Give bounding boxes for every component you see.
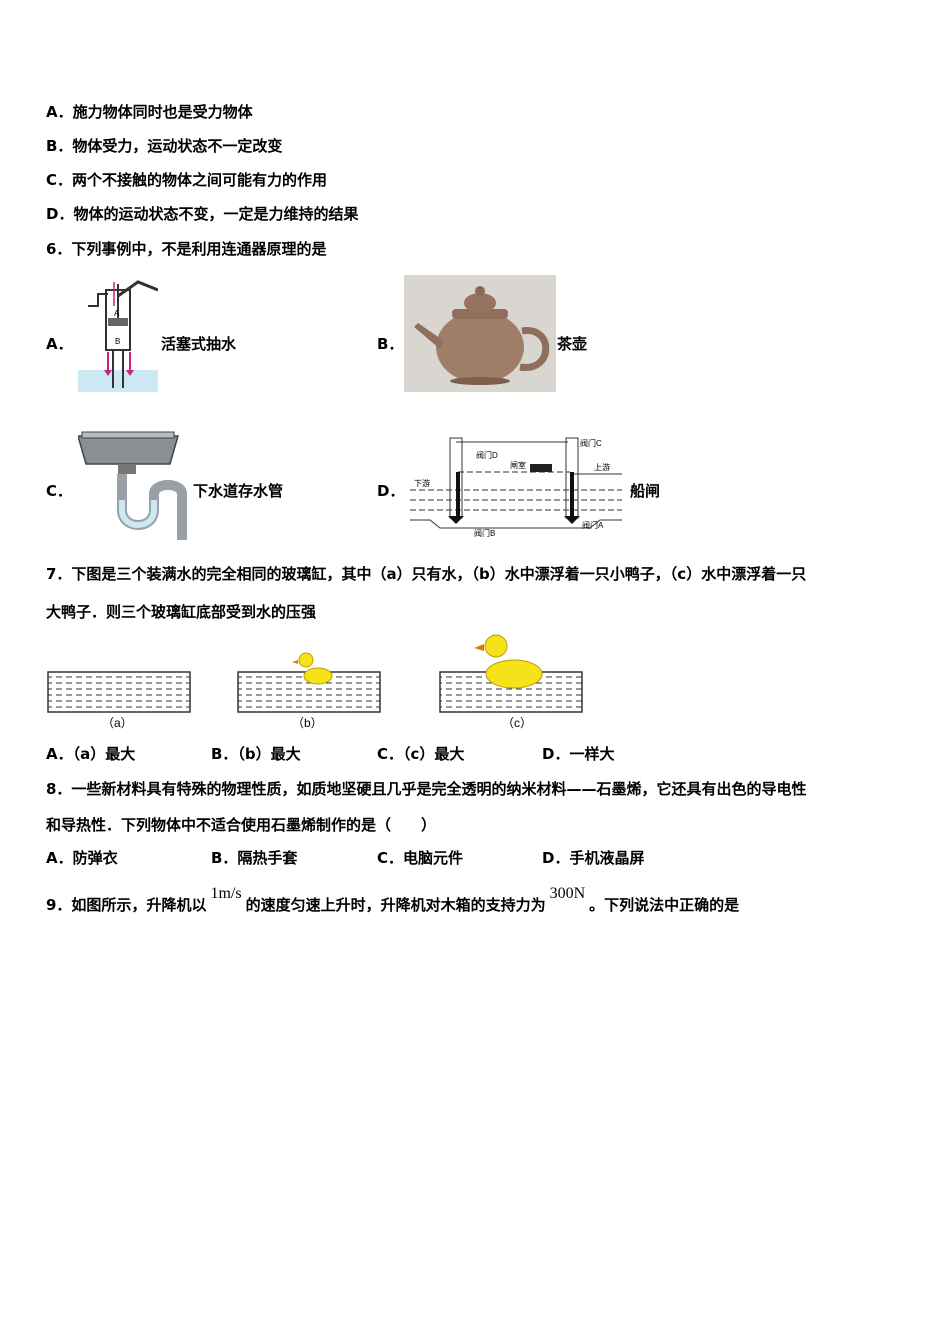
q6-option-c-letter: C． bbox=[46, 482, 73, 500]
lock-label-valve-a: 阀门A bbox=[582, 520, 604, 530]
tank-c-label: （c） bbox=[502, 716, 532, 730]
drain-trap-figure bbox=[78, 431, 187, 540]
lock-label-valve-d: 阀门D bbox=[476, 450, 498, 460]
pump-label-a: A bbox=[114, 309, 120, 318]
q8-stem-line2: 和导热性．下列物体中不适合使用石墨烯制作的是（ ） bbox=[46, 816, 437, 834]
q6-option-d-letter: D． bbox=[377, 482, 405, 500]
q8-option-b: B．隔热手套 bbox=[211, 849, 298, 867]
q7-stem-line1: 7．下图是三个装满水的完全相同的玻璃缸，其中（a）只有水，（b）水中漂浮着一只小… bbox=[46, 565, 807, 583]
small-duck bbox=[292, 652, 333, 685]
three-tanks-figure: （a） （b） （c） bbox=[47, 634, 583, 730]
tank-b-label: （b） bbox=[292, 716, 323, 730]
q7-option-c: C．（c）最大 bbox=[377, 745, 465, 763]
q6-option-b-letter: B． bbox=[377, 335, 404, 353]
q5-option-c: C．两个不接触的物体之间可能有力的作用 bbox=[46, 171, 328, 189]
q9-part1: 9．如图所示，升降机以 bbox=[46, 896, 207, 914]
lock-label-valve-c: 阀门C bbox=[580, 438, 602, 448]
q5-option-a: A．施力物体同时也是受力物体 bbox=[46, 103, 253, 121]
q7-stem-line2: 大鸭子．则三个玻璃缸底部受到水的压强 bbox=[46, 603, 317, 621]
q7-option-d: D．一样大 bbox=[542, 745, 615, 763]
q6-option-a-letter: A． bbox=[46, 335, 73, 353]
q9-stem: 9．如图所示，升降机以1m/s的速度匀速上升时，升降机对木箱的支持力为300N。… bbox=[46, 885, 740, 916]
q5-option-b: B．物体受力，运动状态不一定改变 bbox=[46, 137, 283, 155]
pump-label-b: B bbox=[115, 337, 120, 346]
tank-a-label: （a） bbox=[102, 716, 133, 730]
q9-force: 300N bbox=[549, 885, 586, 902]
q6-option-b-caption: 茶壶 bbox=[557, 335, 588, 353]
q6-stem: 6．下列事例中，不是利用连通器原理的是 bbox=[46, 240, 327, 258]
lock-label-chamber: 闸室 bbox=[510, 460, 526, 470]
tank-b: （b） bbox=[237, 652, 381, 730]
q8-option-d: D．手机液晶屏 bbox=[542, 849, 645, 867]
tank-a: （a） bbox=[47, 671, 191, 730]
lock-label-valve-b: 阀门B bbox=[474, 528, 495, 538]
lock-label-downstream: 下游 bbox=[414, 478, 430, 488]
q9-part2: 的速度匀速上升时，升降机对木箱的支持力为 bbox=[245, 896, 546, 914]
q7-option-b: B．（b）最大 bbox=[211, 745, 301, 763]
q8-stem-line1: 8．一些新材料具有特殊的物理性质，如质地坚硬且几乎是完全透明的纳米材料——石墨烯… bbox=[46, 780, 807, 798]
q9-part3: 。下列说法中正确的是 bbox=[589, 896, 740, 914]
q8-option-a: A．防弹衣 bbox=[46, 849, 118, 867]
lock-label-upstream: 上游 bbox=[594, 462, 610, 472]
tank-c: （c） bbox=[439, 634, 583, 730]
ship-lock-figure: 阀门C 阀门D 闸室 上游 下游 阀门A 阀门B bbox=[410, 437, 622, 538]
q6-option-d-caption: 船闸 bbox=[630, 482, 661, 500]
q9-speed: 1m/s bbox=[210, 885, 242, 902]
q6-option-a-caption: 活塞式抽水 bbox=[161, 335, 237, 353]
q8-option-c: C．电脑元件 bbox=[377, 849, 464, 867]
q7-option-a: A．（a）最大 bbox=[46, 745, 136, 763]
q6-option-c-caption: 下水道存水管 bbox=[193, 482, 284, 500]
large-duck bbox=[474, 634, 543, 689]
piston-pump-figure: A B bbox=[78, 280, 158, 392]
teapot-figure bbox=[404, 275, 556, 392]
q5-option-d: D．物体的运动状态不变，一定是力维持的结果 bbox=[46, 205, 359, 223]
